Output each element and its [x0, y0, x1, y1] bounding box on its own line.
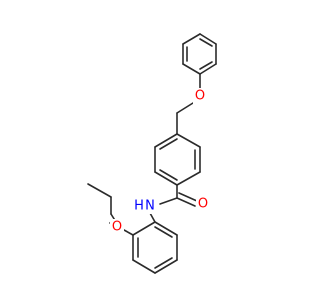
- bond: [154, 259, 178, 274]
- bond: [154, 133, 178, 148]
- ether-oxygen-label: O: [195, 89, 205, 104]
- bond-carbonyl-to-nitrogen: [159, 197, 178, 205]
- double-bond-inner: [154, 257, 173, 269]
- benzene-ring-middle: [154, 133, 201, 186]
- bond: [176, 133, 201, 148]
- bond: [132, 221, 156, 236]
- amide-hydrogen-label: H: [134, 199, 144, 214]
- bond-ethoxy-ch3: [87, 183, 112, 198]
- bond: [199, 33, 217, 45]
- ethoxy-oxygen-label: O: [112, 220, 122, 235]
- bond: [154, 171, 178, 186]
- amide-nitrogen-label: N: [145, 199, 155, 214]
- bond-ether-oxygen-to-ch2: [176, 102, 194, 114]
- bond-nitrogen-to-ring: [149, 212, 156, 223]
- double-bond-inner: [199, 61, 213, 70]
- molecule-canvas: O O N H O: [87, 33, 217, 274]
- double-bond-inner: [159, 169, 178, 181]
- atom-carbonyl-oxygen: O: [196, 196, 210, 212]
- bond: [182, 33, 201, 45]
- phenyl-ring-top: [182, 33, 217, 75]
- structure-diagram: O O N H O: [87, 33, 217, 274]
- bond-carbonyl-double-1: [176, 197, 196, 207]
- bond: [182, 63, 201, 75]
- bond-ring-to-ethoxy-oxygen: [123, 229, 134, 236]
- bond: [132, 259, 156, 274]
- double-bond-inner: [154, 226, 173, 238]
- double-bond-inner: [199, 38, 213, 47]
- atom-ethoxy-oxygen: O: [110, 219, 124, 235]
- phenyl-ring-bottom: [132, 221, 178, 274]
- bond: [154, 221, 178, 236]
- atom-ether-oxygen: O: [193, 88, 207, 104]
- double-bond-inner: [159, 138, 178, 150]
- bond-carbonyl-double-2: [178, 192, 198, 202]
- atom-amide-nitrogen: N: [143, 198, 157, 214]
- bond: [199, 63, 217, 75]
- atom-amide-hydrogen: H: [134, 199, 144, 214]
- bond: [176, 171, 201, 186]
- carbonyl-oxygen-label: O: [198, 197, 208, 212]
